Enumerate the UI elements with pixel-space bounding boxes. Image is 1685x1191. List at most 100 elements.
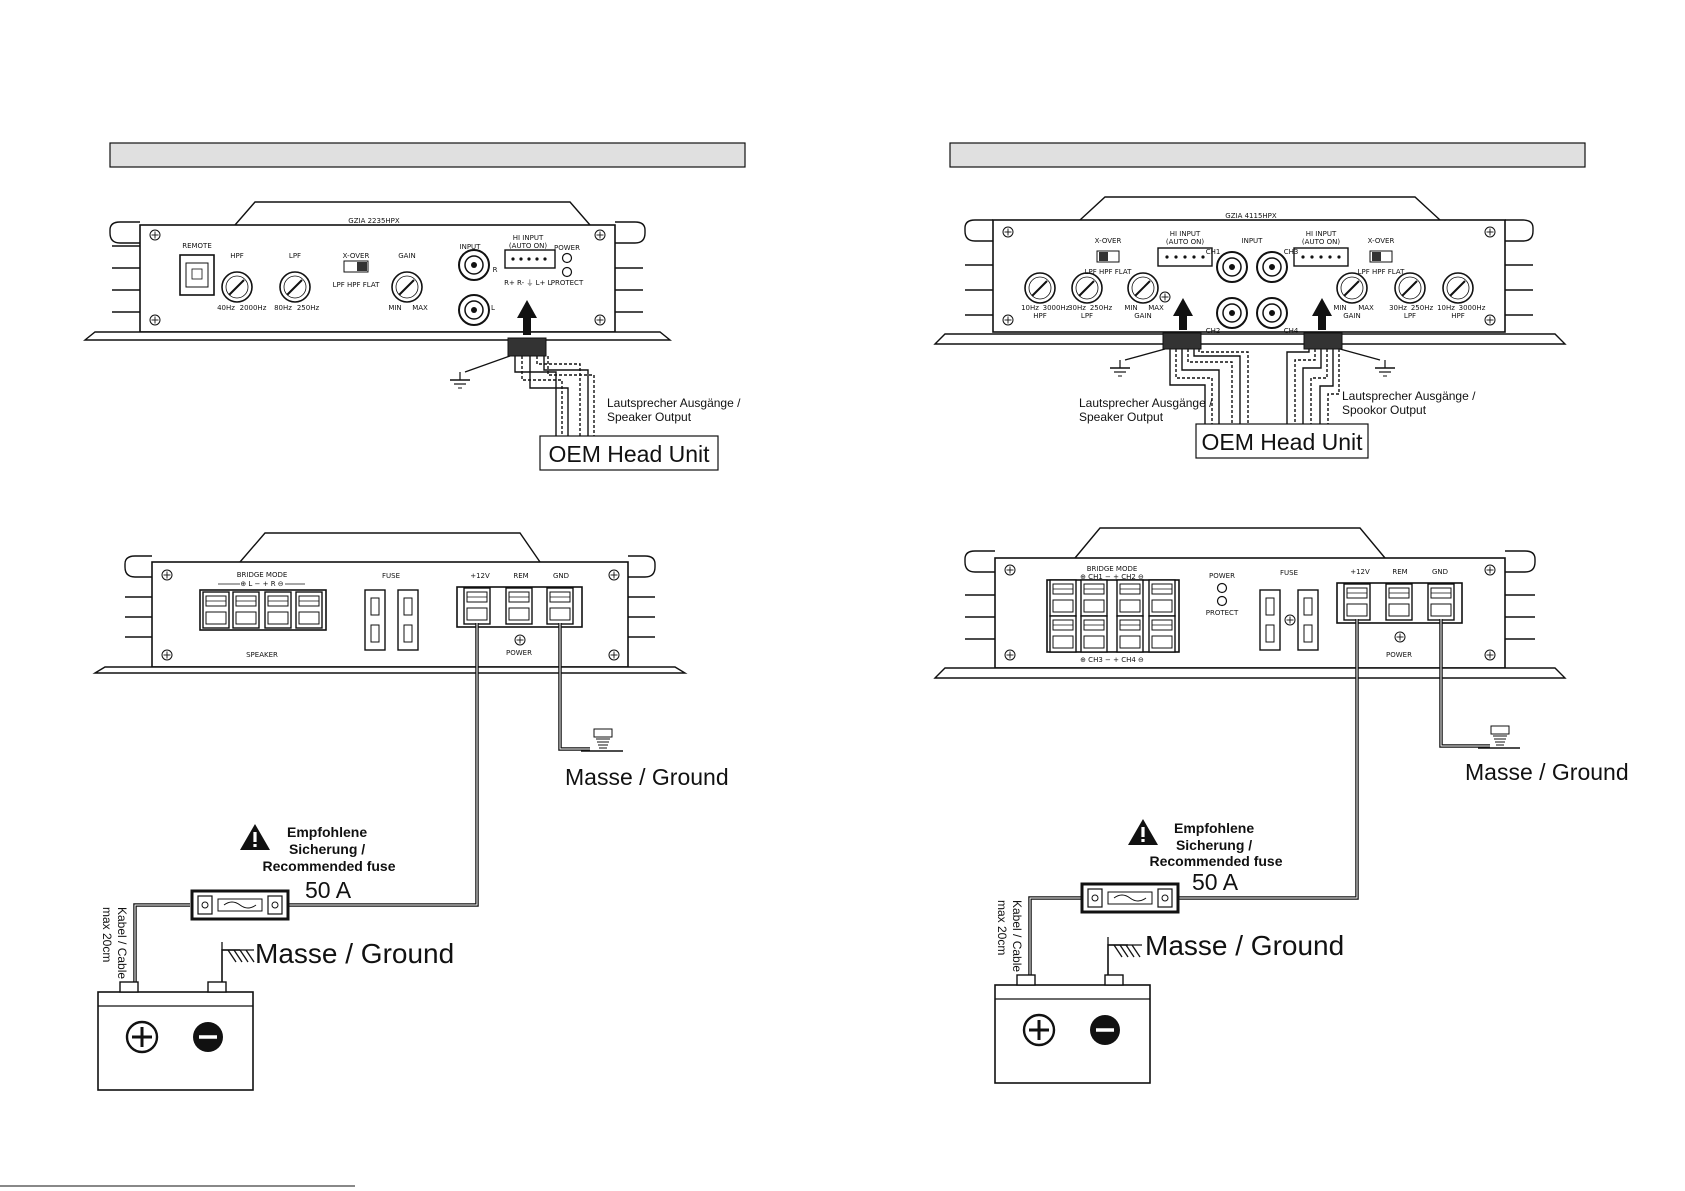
left-protect-led-label: PROTECT bbox=[551, 279, 584, 287]
right-rem-label: REM bbox=[1392, 568, 1407, 576]
right-amp-front-panel bbox=[933, 196, 1567, 345]
right-hi-level-harness-left bbox=[1109, 298, 1249, 425]
right-amp-power-panel bbox=[933, 527, 1567, 679]
right-hi-input-label-2: HI INPUT bbox=[1306, 230, 1337, 238]
right-ch3-label: CH3 bbox=[1284, 248, 1299, 256]
left-input-r: R bbox=[493, 266, 498, 274]
right-gnd-label: GND bbox=[1432, 568, 1448, 576]
right-lpf-min-2: 30Hz bbox=[1389, 304, 1407, 312]
left-bridge-mode-label: BRIDGE MODE bbox=[237, 571, 288, 579]
left-input-l: L bbox=[491, 304, 495, 312]
right-lpf-max-2: 250Hz bbox=[1411, 304, 1434, 312]
left-hi-input-label: HI INPUT bbox=[513, 234, 544, 242]
left-hi-pins-label: R+ R- ⏚ L+ L- bbox=[504, 279, 554, 287]
right-model-label: GZIA 4115HPX bbox=[1225, 212, 1277, 220]
left-ground-top-label: Masse / Ground bbox=[565, 764, 729, 790]
left-hpf-min: 40Hz bbox=[217, 304, 235, 312]
right-lpf-label-1: LPF bbox=[1081, 312, 1093, 320]
left-input-label: INPUT bbox=[460, 243, 482, 251]
right-hpf-max-2: 3000Hz bbox=[1459, 304, 1486, 312]
left-hpf-max: 2000Hz bbox=[240, 304, 267, 312]
left-gain-min: MIN bbox=[388, 304, 401, 312]
right-auto-on-label-2: (AUTO ON) bbox=[1302, 238, 1340, 246]
right-speaker-output-left-label: Lautsprecher Ausgänge / Speaker Output bbox=[1079, 396, 1216, 424]
right-input-label: INPUT bbox=[1242, 237, 1264, 245]
right-oem-head-unit-box bbox=[1195, 423, 1369, 459]
left-gnd-label: GND bbox=[553, 572, 569, 580]
right-hpf-min-2: 10Hz bbox=[1437, 304, 1455, 312]
right-battery-ground-symbol bbox=[1107, 937, 1142, 958]
right-fuse-value: 50 A bbox=[1192, 869, 1239, 895]
right-header-bar bbox=[949, 142, 1586, 168]
right-power-wiring bbox=[1028, 619, 1490, 975]
left-battery bbox=[96, 980, 255, 1092]
right-gain-min-2: MIN bbox=[1333, 304, 1346, 312]
left-cable-note: Kabel / Cable max 20cm bbox=[100, 907, 129, 982]
right-top-signs: ⊕ CH1 − + CH2 ⊖ bbox=[1080, 573, 1144, 581]
left-ground-battery-label: Masse / Ground bbox=[255, 938, 454, 969]
right-bottom-signs: ⊕ CH3 − + CH4 ⊖ bbox=[1080, 656, 1144, 664]
right-hi-input-label-1: HI INPUT bbox=[1170, 230, 1201, 238]
left-xover-options: LPF HPF FLAT bbox=[333, 281, 380, 289]
left-warning-icon bbox=[240, 824, 270, 850]
left-fuse-note: Empfohlene Sicherung / Recommended fuse bbox=[262, 824, 395, 874]
right-gain-min-1: MIN bbox=[1124, 304, 1137, 312]
right-ground-battery-label: Masse / Ground bbox=[1145, 930, 1344, 961]
right-xover-options-1: LPF HPF FLAT bbox=[1085, 268, 1132, 276]
left-power-label: POWER bbox=[506, 649, 532, 657]
right-fuse-label: FUSE bbox=[1280, 569, 1298, 577]
right-xover-label-2: X-OVER bbox=[1368, 237, 1395, 245]
left-power-led-label: POWER bbox=[554, 244, 580, 252]
right-12v-label: +12V bbox=[1350, 568, 1370, 576]
right-ch2-label: CH2 bbox=[1206, 327, 1221, 335]
right-bridge-mode-label: BRIDGE MODE bbox=[1087, 565, 1138, 573]
left-oem-head-unit-label: OEM Head Unit bbox=[548, 441, 710, 467]
right-ch1-label: CH1 bbox=[1206, 248, 1221, 256]
left-rem-label: REM bbox=[513, 572, 528, 580]
left-speaker-signs: ⊕ L − + R ⊖ bbox=[240, 580, 283, 588]
right-gain-max-2: MAX bbox=[1358, 304, 1374, 312]
right-gain-label-1: GAIN bbox=[1134, 312, 1152, 320]
right-xover-options-2: LPF HPF FLAT bbox=[1358, 268, 1405, 276]
right-gain-label-2: GAIN bbox=[1343, 312, 1361, 320]
right-oem-head-unit-label: OEM Head Unit bbox=[1201, 429, 1363, 455]
right-hi-level-harness-right bbox=[1286, 298, 1396, 425]
left-hi-level-harness bbox=[449, 300, 595, 440]
right-warning-icon bbox=[1128, 819, 1158, 845]
left-hpf-label: HPF bbox=[230, 252, 244, 260]
left-fuse-value: 50 A bbox=[305, 877, 352, 903]
left-gain-label: GAIN bbox=[398, 252, 416, 260]
right-lpf-min-1: 30Hz bbox=[1068, 304, 1086, 312]
left-oem-head-unit-box bbox=[539, 435, 719, 471]
left-gain-max: MAX bbox=[412, 304, 428, 312]
left-lpf-min: 80Hz bbox=[274, 304, 292, 312]
right-speaker-output-right-label: Lautsprecher Ausgänge / Spookor Output bbox=[1342, 389, 1479, 417]
left-inline-fuse-holder bbox=[190, 889, 290, 921]
left-remote-label: REMOTE bbox=[182, 242, 212, 250]
right-ground-top-label: Masse / Ground bbox=[1465, 759, 1629, 785]
right-inline-fuse-holder bbox=[1080, 882, 1180, 914]
right-gain-max-1: MAX bbox=[1148, 304, 1164, 312]
left-power-wiring bbox=[133, 623, 590, 982]
right-lpf-label-2: LPF bbox=[1404, 312, 1416, 320]
right-hpf-max-1: 3000Hz bbox=[1043, 304, 1070, 312]
left-12v-label: +12V bbox=[470, 572, 490, 580]
right-auto-on-label-1: (AUTO ON) bbox=[1166, 238, 1204, 246]
right-hpf-min-1: 10Hz bbox=[1021, 304, 1039, 312]
left-auto-on-label: (AUTO ON) bbox=[509, 242, 547, 250]
left-amp-power-panel bbox=[92, 532, 688, 674]
right-xover-label-1: X-OVER bbox=[1095, 237, 1122, 245]
right-cable-note: Kabel / Cable max 20cm bbox=[995, 900, 1024, 975]
right-battery bbox=[993, 973, 1152, 1085]
right-hpf-label-2: HPF bbox=[1451, 312, 1465, 320]
left-speaker-label: SPEAKER bbox=[246, 651, 278, 659]
left-header-bar bbox=[109, 142, 746, 168]
right-fuse-note: Empfohlene Sicherung / Recommended fuse bbox=[1149, 820, 1282, 869]
left-xover-label: X-OVER bbox=[343, 252, 370, 260]
left-fuse-label: FUSE bbox=[382, 572, 400, 580]
right-hpf-label-1: HPF bbox=[1033, 312, 1047, 320]
right-protect-led-label: PROTECT bbox=[1206, 609, 1239, 617]
right-power-led-label: POWER bbox=[1209, 572, 1235, 580]
right-lpf-max-1: 250Hz bbox=[1090, 304, 1113, 312]
